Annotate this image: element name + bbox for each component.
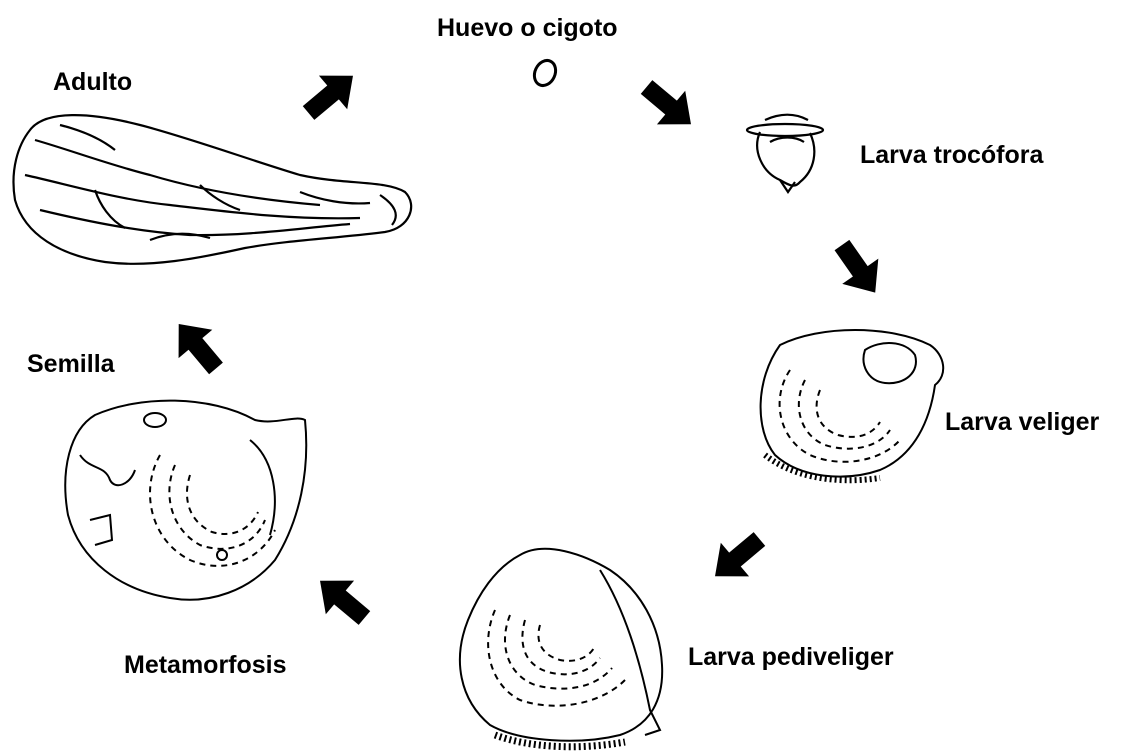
arrow-trocofora-to-veliger (824, 232, 893, 305)
arrow-pediveliger-to-metamorfosis (306, 564, 379, 635)
label-semilla: Semilla (27, 350, 115, 379)
adult-oyster-icon (13, 115, 411, 264)
label-adulto: Adulto (53, 68, 132, 97)
label-huevo-o-cigoto: Huevo o cigoto (437, 14, 618, 43)
arrow-metamorfosis-to-semilla (162, 310, 233, 383)
label-metamorfosis: Metamorfosis (124, 651, 287, 680)
arrow-adulto-to-huevo (294, 59, 367, 130)
trochophore-larva-icon (747, 115, 823, 192)
egg-icon (530, 57, 559, 89)
label-larva-trocofora: Larva trocófora (860, 141, 1043, 170)
label-larva-veliger: Larva veliger (945, 408, 1099, 437)
pediveliger-larva-icon (460, 549, 662, 747)
arrow-veliger-to-pediveliger (701, 522, 774, 593)
veliger-larva-icon (761, 330, 944, 480)
label-larva-pediveliger: Larva pediveliger (688, 643, 894, 672)
arrow-huevo-to-trocofora (632, 70, 705, 141)
metamorphosis-shell-icon (65, 401, 306, 600)
